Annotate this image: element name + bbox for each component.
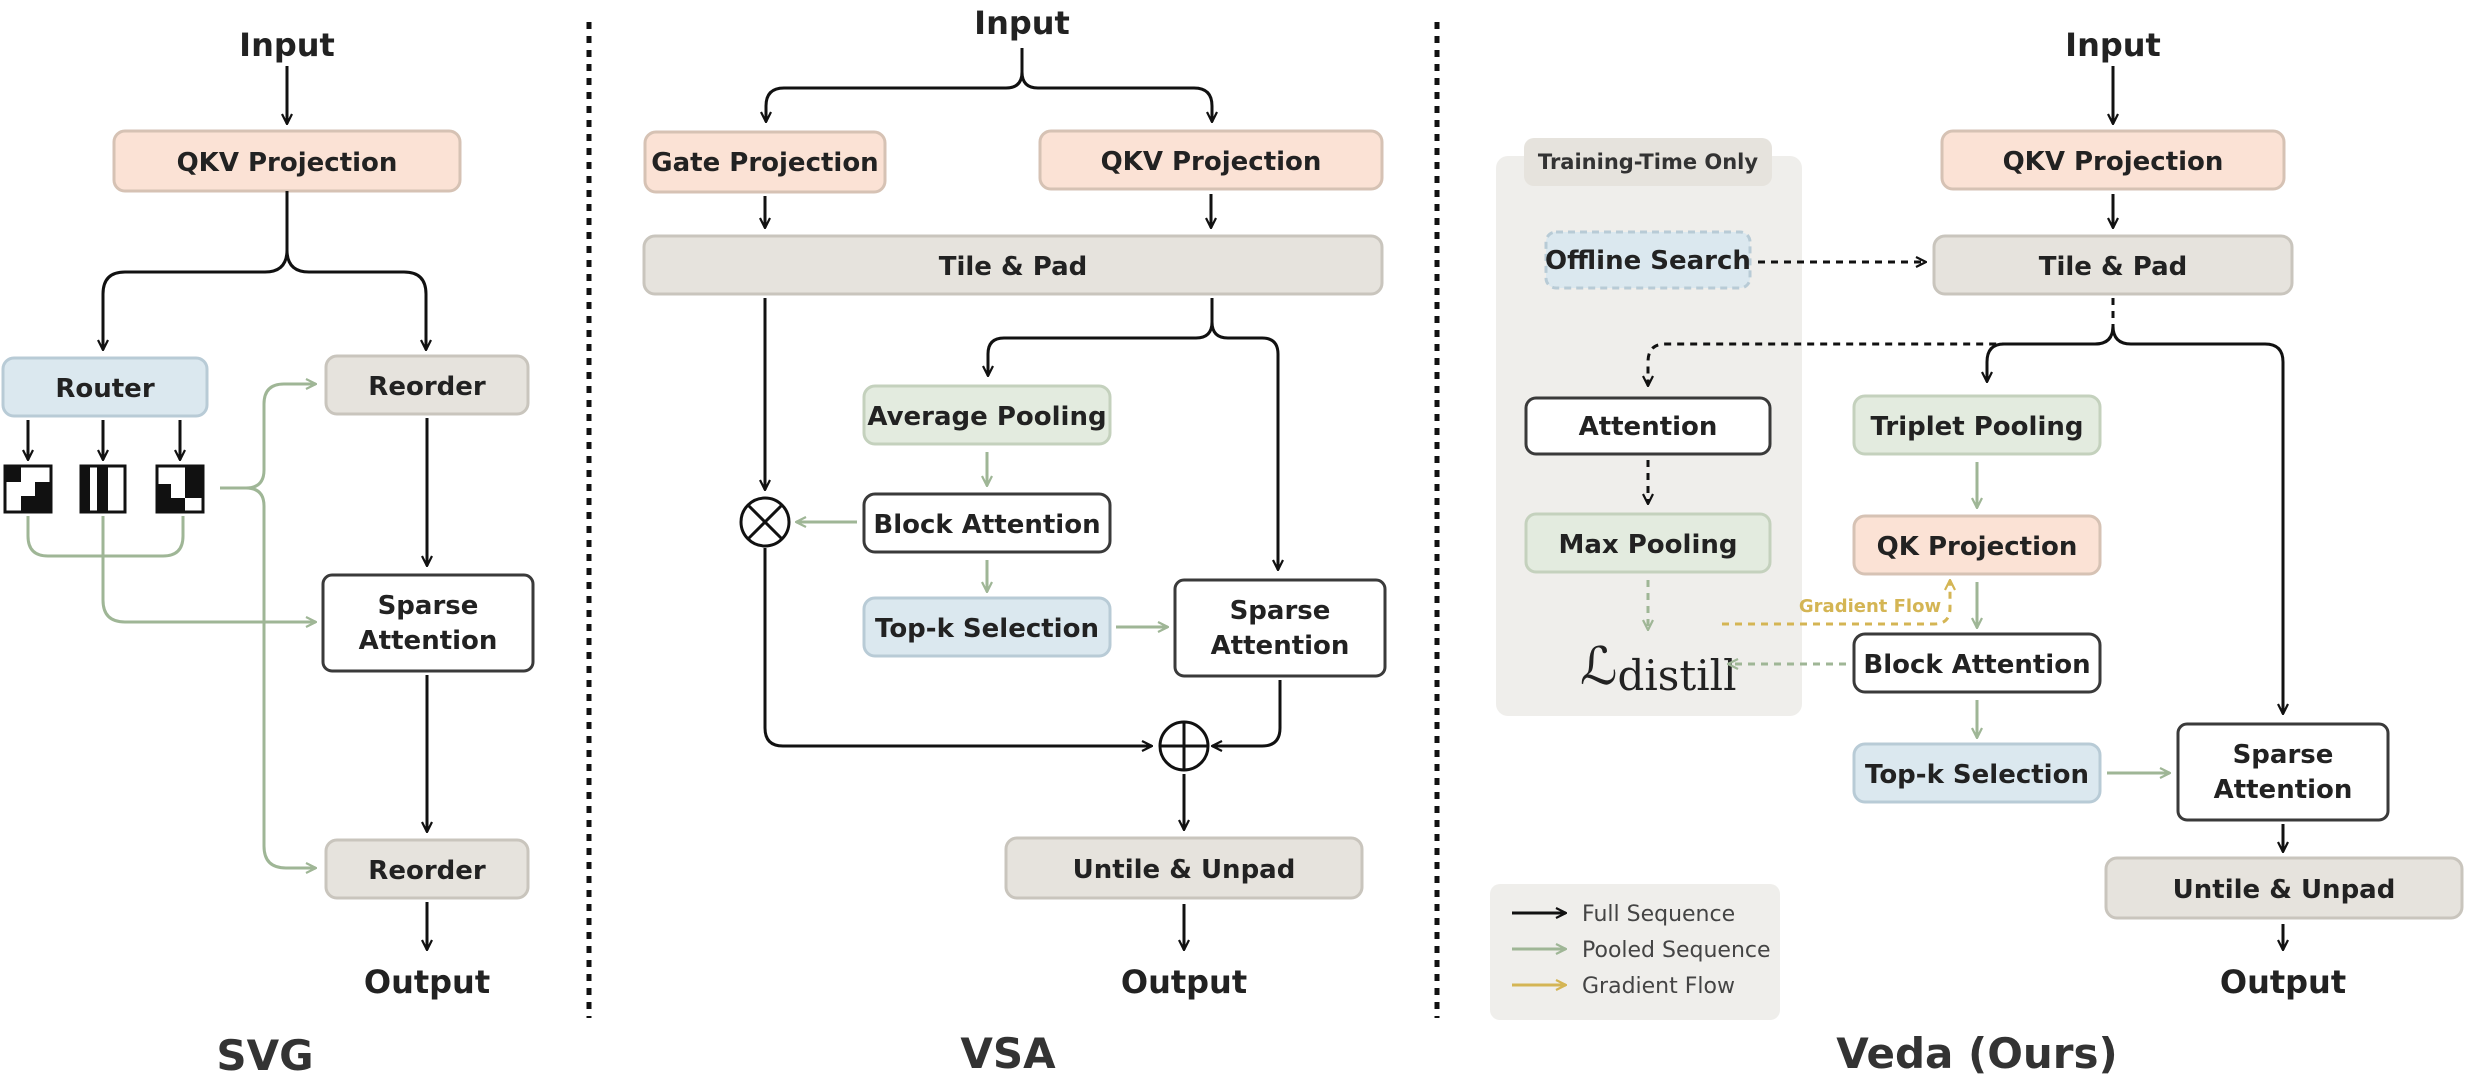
vsa-panel-title: VSA xyxy=(960,1029,1056,1078)
vsa-add-icon xyxy=(1158,720,1210,772)
svg-text:QKV Projection: QKV Projection xyxy=(2003,147,2224,177)
veda-training-only-tag: Training-Time Only xyxy=(1524,138,1772,186)
svg-text:Sparse: Sparse xyxy=(378,591,479,621)
svg-reorder-bottom-box: Reorder xyxy=(324,838,530,900)
svg-qkv-to-reorder-arrow xyxy=(285,249,426,350)
vsa-topk-selection-box: Top-k Selection xyxy=(862,596,1112,658)
veda-triplet-pooling-box: Triplet Pooling xyxy=(1852,394,2102,456)
veda-qkv-projection-box: QKV Projection xyxy=(1940,129,2286,191)
veda-max-pooling-box: Max Pooling xyxy=(1524,512,1772,574)
svg-text:Reorder: Reorder xyxy=(368,372,486,402)
svg-qkv-projection-box: QKV Projection xyxy=(112,129,462,193)
vsa-average-pooling-box: Average Pooling xyxy=(862,384,1112,446)
legend: Full Sequence Pooled Sequence Gradient F… xyxy=(1490,884,1780,1020)
veda-output-label: Output xyxy=(2220,963,2346,1001)
svg-mask-icon-2 xyxy=(79,464,127,514)
svg-text:Gate Projection: Gate Projection xyxy=(651,148,878,178)
svg-text:Tile & Pad: Tile & Pad xyxy=(2039,252,2187,282)
svg-mask-merge-connector xyxy=(26,516,185,558)
vsa-tile-pad-box: Tile & Pad xyxy=(642,234,1384,296)
svg-text:Tile & Pad: Tile & Pad xyxy=(939,252,1087,282)
svg-text:Untile & Unpad: Untile & Unpad xyxy=(2173,875,2396,905)
veda-panel-title: Veda (Ours) xyxy=(1836,1029,2117,1078)
svg-text:QKV Projection: QKV Projection xyxy=(1101,147,1322,177)
veda-gradient-flow-label: Gradient Flow xyxy=(1799,596,1941,617)
vsa-multiply-icon xyxy=(739,496,791,548)
veda-attention-box: Attention xyxy=(1524,396,1772,456)
svg-text:Top-k Selection: Top-k Selection xyxy=(1865,760,2089,790)
svg-brace-to-reorder-top xyxy=(220,384,316,490)
svg-text:Triplet Pooling: Triplet Pooling xyxy=(1871,412,2084,442)
veda-tile-pad-box: Tile & Pad xyxy=(1932,234,2294,296)
svg-brace-to-reorder-bottom xyxy=(245,486,316,868)
veda-block-attention-box: Block Attention xyxy=(1852,632,2102,694)
vsa-mult-to-add-arrow xyxy=(763,548,1152,746)
vsa-panel: Input Gate Projection QKV Projection Til… xyxy=(642,4,1387,1078)
svg-text:Training-Time Only: Training-Time Only xyxy=(1538,150,1758,174)
svg-text:Sparse: Sparse xyxy=(1230,596,1331,626)
vsa-block-attention-box: Block Attention xyxy=(862,492,1112,554)
veda-distill-loss-label: ℒdistill xyxy=(1580,637,1737,700)
vsa-untile-unpad-box: Untile & Unpad xyxy=(1004,836,1364,900)
legend-full-label: Full Sequence xyxy=(1582,902,1735,927)
svg-output-label: Output xyxy=(364,963,490,1001)
veda-gradient-flow-arrow xyxy=(1722,580,1950,626)
veda-qk-projection-box: QK Projection xyxy=(1852,514,2102,576)
vsa-sparse-to-add-arrow xyxy=(1212,680,1282,746)
vsa-input-label: Input xyxy=(974,4,1070,42)
svg-router-box: Router xyxy=(1,356,209,418)
svg-qkv-split-arrows xyxy=(103,191,289,350)
vsa-tile-split-left xyxy=(988,298,1214,376)
vsa-gate-projection-box: Gate Projection xyxy=(643,130,887,194)
veda-untile-unpad-box: Untile & Unpad xyxy=(2104,856,2464,920)
veda-panel: Training-Time Only Offline Search Input … xyxy=(1490,26,2464,1078)
veda-input-label: Input xyxy=(2065,26,2161,64)
svg-text:Untile & Unpad: Untile & Unpad xyxy=(1073,855,1296,885)
svg-mask-icon-3 xyxy=(155,464,205,514)
svg-text:Reorder: Reorder xyxy=(368,856,486,886)
svg-text:ℒdistill: ℒdistill xyxy=(1580,637,1737,700)
veda-sparse-attention-box: Sparse Attention xyxy=(2176,722,2390,822)
svg-text:Max Pooling: Max Pooling xyxy=(1559,530,1738,560)
vsa-input-split-right xyxy=(1020,71,1212,122)
veda-tile-to-sparse-arrow xyxy=(2111,325,2283,714)
vsa-qkv-projection-box: QKV Projection xyxy=(1038,129,1384,191)
svg-text:Attention: Attention xyxy=(1211,631,1350,661)
vsa-tile-split-right xyxy=(1210,321,1278,570)
svg-panel-title: SVG xyxy=(216,1031,313,1080)
vsa-sparse-attention-box: Sparse Attention xyxy=(1173,578,1387,678)
svg-sparse-attention-box: Sparse Attention xyxy=(321,573,535,673)
svg-text:Attention: Attention xyxy=(359,626,498,656)
svg-text:Attention: Attention xyxy=(1579,412,1718,442)
svg-text:QKV Projection: QKV Projection xyxy=(177,148,398,178)
svg-text:Block Attention: Block Attention xyxy=(873,510,1100,540)
svg-text:Top-k Selection: Top-k Selection xyxy=(875,614,1099,644)
svg-panel: Input QKV Projection Router Reorder xyxy=(1,26,535,1080)
svg-mask-to-sparse-arrow xyxy=(101,516,316,622)
veda-tile-to-attention-dashed-arrow xyxy=(1648,298,2115,386)
veda-offline-search-box: Offline Search xyxy=(1544,230,1752,290)
vsa-input-split-left xyxy=(766,48,1024,122)
veda-topk-selection-box: Top-k Selection xyxy=(1852,742,2102,804)
svg-text:Router: Router xyxy=(55,374,154,404)
legend-gradient-label: Gradient Flow xyxy=(1582,974,1735,999)
legend-pooled-label: Pooled Sequence xyxy=(1582,938,1771,963)
veda-tile-to-triplet-arrow xyxy=(1987,325,2115,382)
svg-text:Offline Search: Offline Search xyxy=(1545,246,1751,276)
svg-text:Average Pooling: Average Pooling xyxy=(867,402,1106,432)
svg-text:Attention: Attention xyxy=(2214,775,2353,805)
svg-reorder-top-box: Reorder xyxy=(324,354,530,416)
svg-text:QK Projection: QK Projection xyxy=(1877,532,2078,562)
svg-text:Sparse: Sparse xyxy=(2233,740,2334,770)
svg-text:Block Attention: Block Attention xyxy=(1863,650,2090,680)
svg-mask-icon-1 xyxy=(3,464,53,514)
vsa-output-label: Output xyxy=(1121,963,1247,1001)
svg-input-label: Input xyxy=(239,26,335,64)
